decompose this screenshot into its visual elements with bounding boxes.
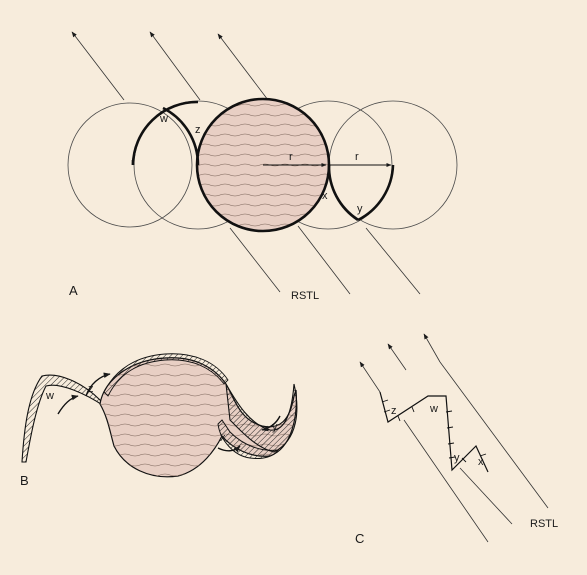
rstl-line-c1 bbox=[403, 419, 489, 543]
rstl-label-c: RSTL bbox=[530, 518, 558, 530]
flap-arc-right bbox=[327, 164, 359, 222]
label-w-c: w bbox=[429, 403, 438, 415]
lesion-body-grain bbox=[100, 357, 297, 477]
rstl-arrow-c1 bbox=[359, 361, 381, 393]
rstl-arrows-a bbox=[71, 31, 269, 101]
panel-letter-b: B bbox=[20, 473, 29, 488]
arrow-y-b bbox=[261, 415, 281, 432]
flap-right bbox=[225, 383, 298, 453]
arrow-z-b bbox=[85, 372, 111, 397]
flap-arc-left bbox=[131, 100, 199, 166]
suture-ticks bbox=[381, 399, 487, 463]
rstl-lines-a bbox=[229, 225, 421, 295]
flap-arc-right-lower bbox=[357, 164, 395, 222]
rstl-line-c2 bbox=[459, 467, 513, 525]
label-r1-a: r bbox=[289, 151, 293, 163]
label-y-c: y bbox=[454, 452, 460, 464]
arrow-x-b bbox=[217, 445, 241, 453]
label-z-b: z bbox=[88, 383, 94, 395]
panel-b: w z x y B bbox=[20, 353, 298, 488]
zplasty-incision bbox=[379, 391, 489, 473]
label-z-c: z bbox=[391, 405, 397, 417]
flap-arc-mid-left bbox=[162, 106, 200, 166]
rstl-arrow-c3 bbox=[423, 333, 441, 363]
label-w-b: w bbox=[45, 390, 54, 402]
panel-a: w z r r x y RSTL A bbox=[67, 31, 458, 302]
panel-letter-c: C bbox=[355, 531, 364, 546]
label-r2-a: r bbox=[355, 151, 359, 163]
lesion-rim bbox=[103, 353, 229, 397]
rstl-arrow-c2 bbox=[387, 343, 407, 371]
panel-c: z w y x RSTL C bbox=[355, 333, 558, 546]
label-w-a: w bbox=[159, 113, 168, 125]
label-z-a: z bbox=[195, 124, 201, 136]
label-x-b: x bbox=[220, 432, 226, 444]
label-y-a: y bbox=[357, 203, 363, 215]
label-x-a: x bbox=[322, 190, 328, 202]
panel-letter-a: A bbox=[69, 283, 78, 298]
label-x-c: x bbox=[478, 456, 484, 468]
flap-x bbox=[217, 419, 280, 459]
arrow-w-b bbox=[57, 394, 79, 415]
rstl-label-a: RSTL bbox=[291, 290, 319, 302]
label-y-b: y bbox=[272, 421, 278, 433]
rstl-line-c3 bbox=[439, 361, 549, 509]
outline-circle-1 bbox=[67, 102, 193, 228]
